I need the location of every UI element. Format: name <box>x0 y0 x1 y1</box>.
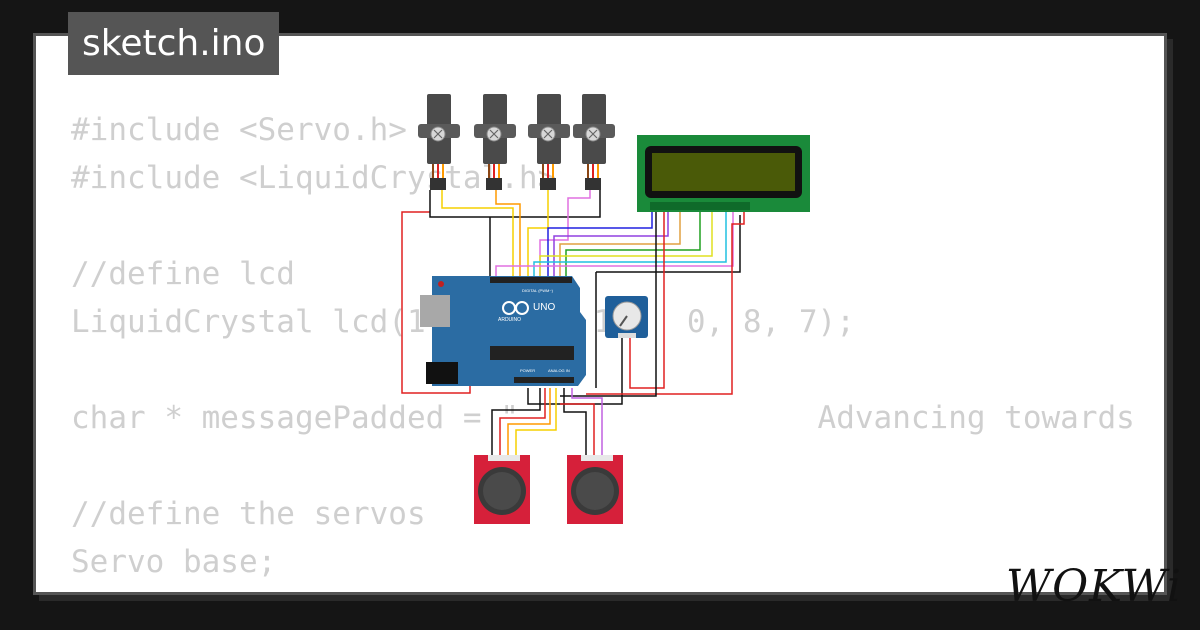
file-tab[interactable]: sketch.ino <box>68 12 280 75</box>
joystick-1[interactable] <box>474 455 530 524</box>
wokwi-logo: WOKWi <box>1005 561 1182 612</box>
potentiometer[interactable] <box>605 296 648 338</box>
code-line: LiquidCrystal lcd(1 1 0, 8, 7); <box>71 304 855 340</box>
wires <box>401 190 745 455</box>
arduino-uno-board[interactable]: UNO ARDUINO DIGITAL (PWM~) ANALOG IN POW… <box>420 276 586 386</box>
joystick-2[interactable] <box>567 455 623 524</box>
code-line: Servo base; <box>71 544 277 580</box>
code-line: char * messagePadded = " Advancing towar… <box>71 400 1133 436</box>
digital-header-label: DIGITAL (PWM~) <box>522 288 554 293</box>
servo-2[interactable] <box>474 94 516 190</box>
servo-1[interactable] <box>418 94 460 190</box>
power-jack <box>426 362 458 384</box>
code-background: #include <Servo.h> #include <LiquidCrysta… <box>71 106 1133 592</box>
board-model: UNO <box>533 302 555 313</box>
board-brand: ARDUINO <box>498 317 521 323</box>
code-line: //define the servos <box>71 496 426 532</box>
arduino-logo-icon <box>502 301 529 315</box>
analog-header-label: ANALOG IN <box>548 368 570 373</box>
code-line: //define lcd <box>71 256 295 292</box>
servo-3[interactable] <box>528 94 570 190</box>
usb-port <box>420 295 450 327</box>
lcd-display[interactable] <box>637 135 810 212</box>
code-line: #include <LiquidCrystal.h> <box>71 160 557 196</box>
code-line: #include <Servo.h> <box>71 112 407 148</box>
microcontroller-chip <box>490 346 574 360</box>
reset-button-icon <box>438 281 444 287</box>
power-header-label: POWER <box>520 368 535 373</box>
servo-4[interactable] <box>573 94 615 190</box>
